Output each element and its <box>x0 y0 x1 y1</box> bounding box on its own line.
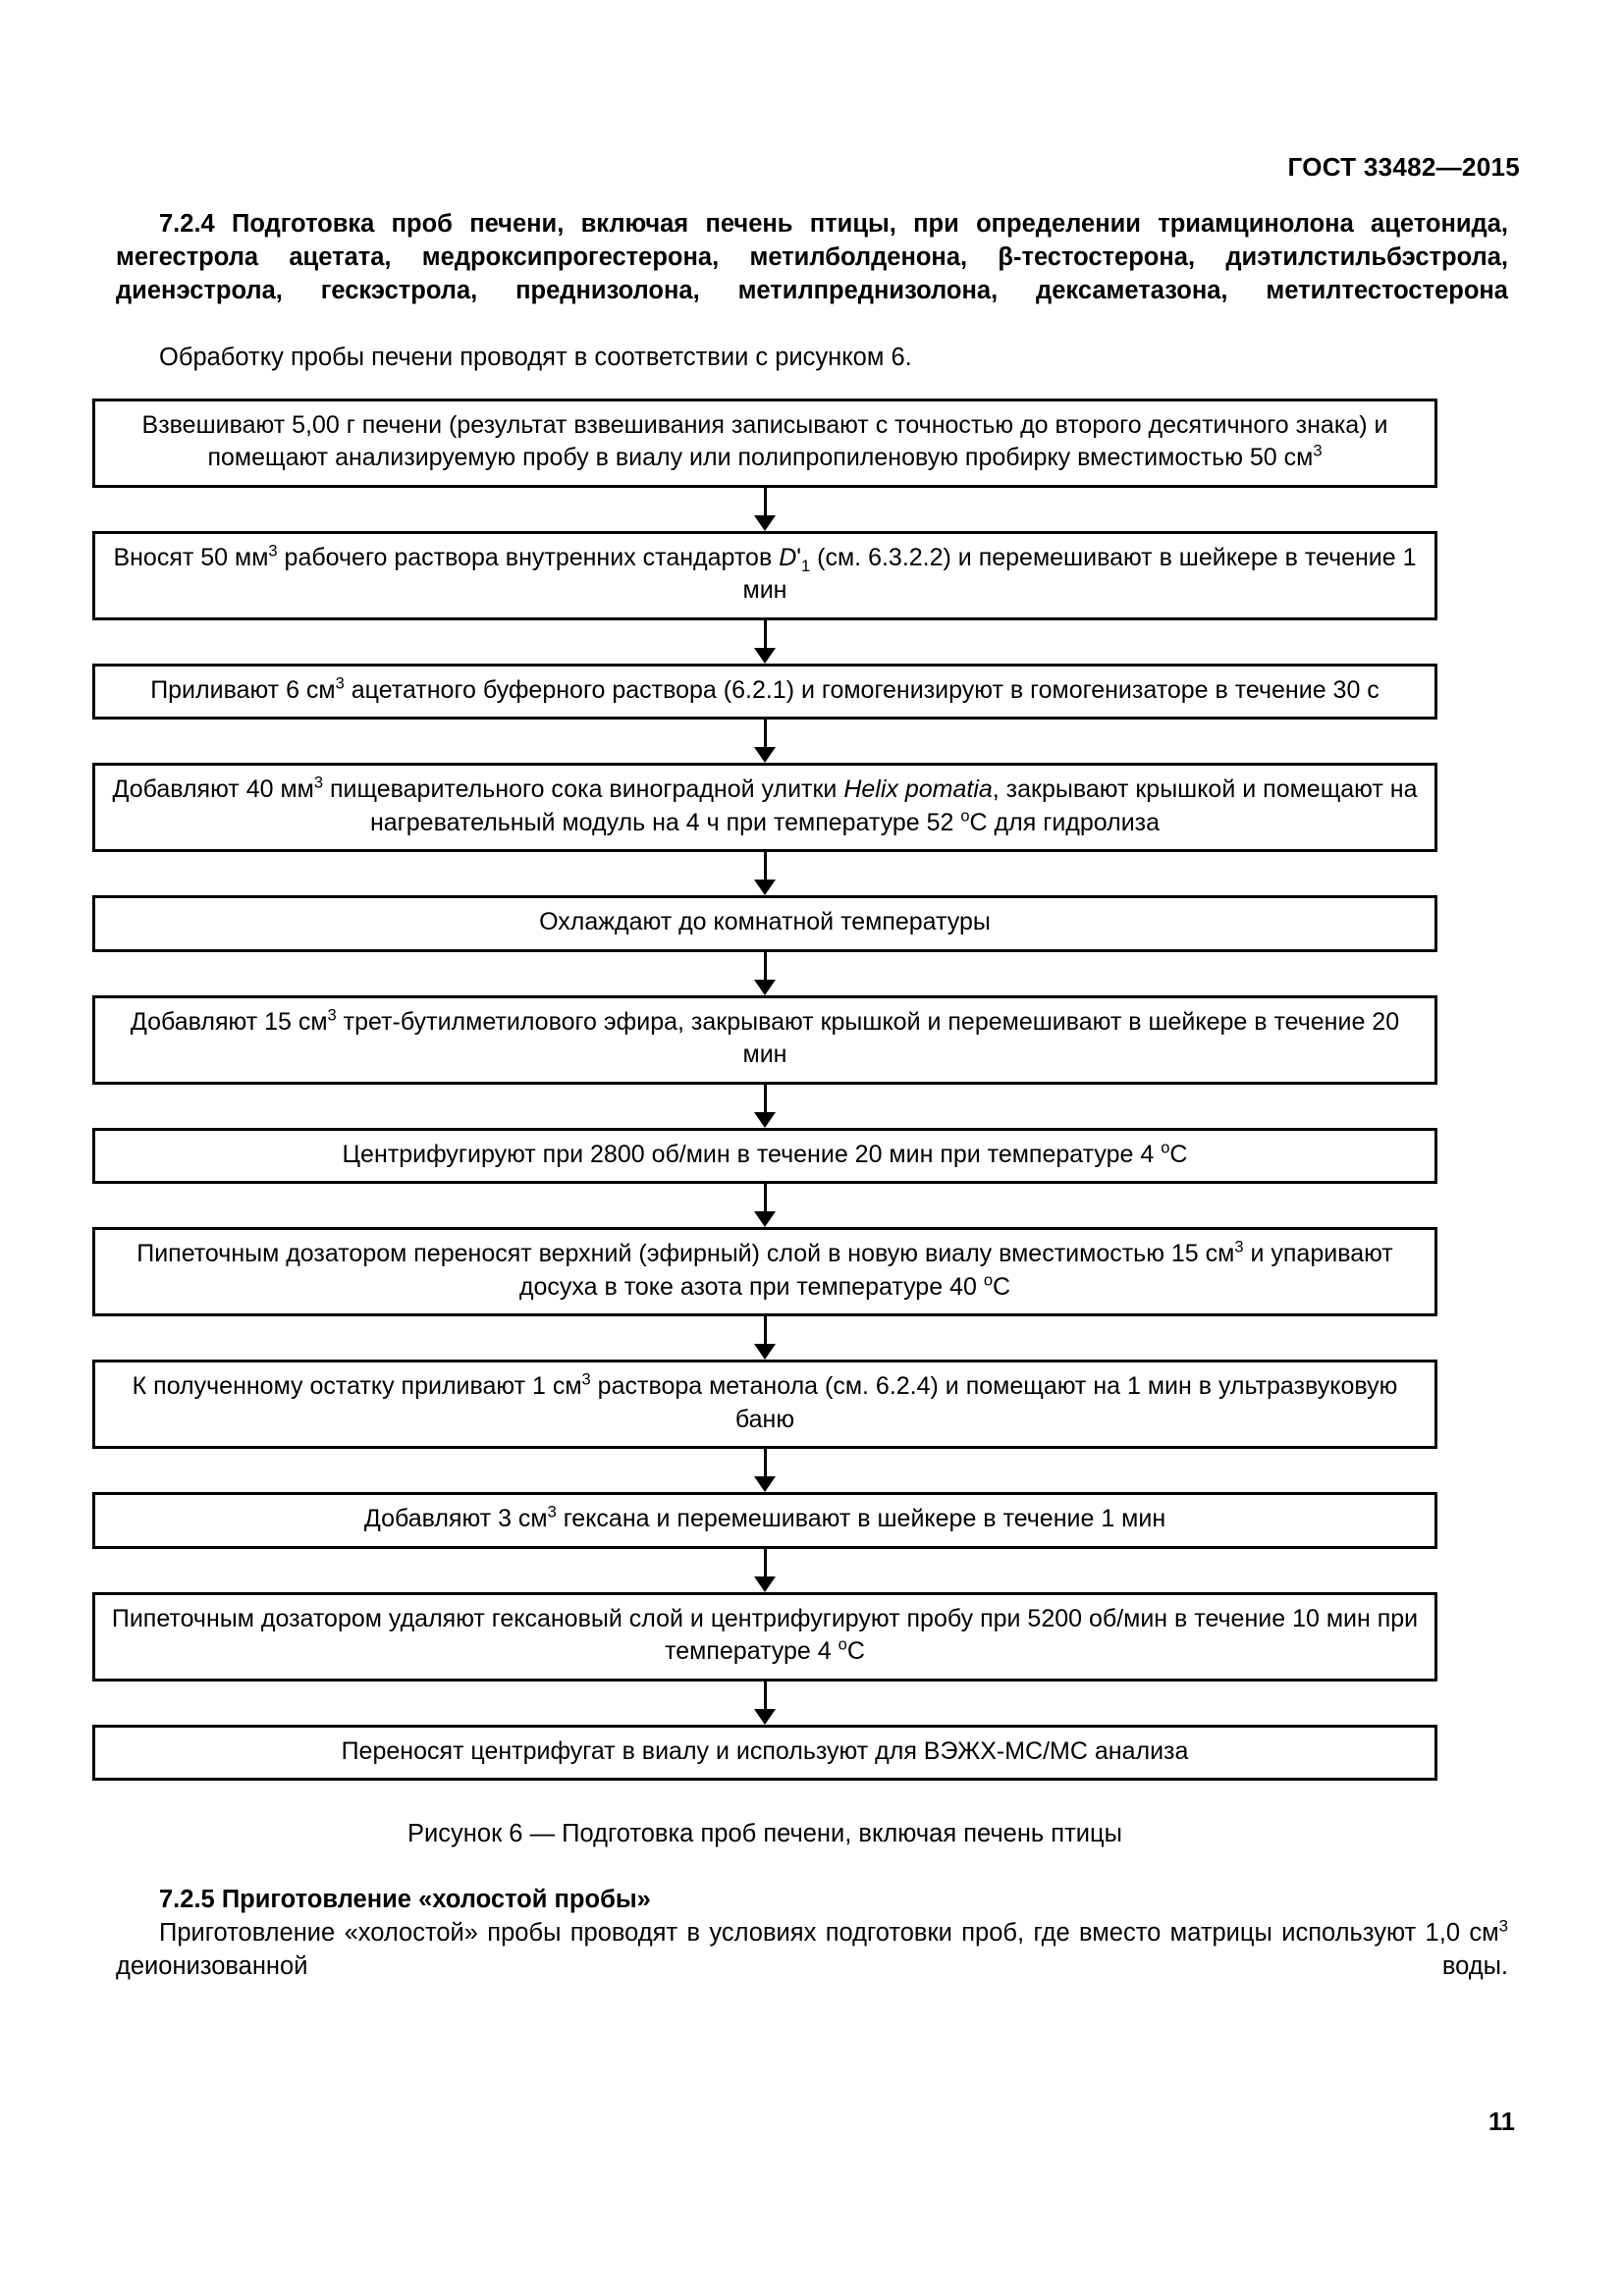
clause-7-2-4-title: Подготовка проб печени, включая печень п… <box>116 210 1508 304</box>
clause-7-2-4-intro: Обработку пробы печени проводят в соотве… <box>159 343 912 371</box>
flowchart-step-4: Добавляют 40 мм3 пищеварительного сока в… <box>92 763 1437 853</box>
flowchart-step-5: Охлаждают до комнатной температуры <box>92 895 1437 952</box>
clause-7-2-4-heading: 7.2.4 Подготовка проб печени, включая пе… <box>116 208 1508 342</box>
flowchart-step-1: Взвешивают 5,00 г печени (результат взве… <box>92 398 1437 488</box>
page-content: 7.2.4 Подготовка проб печени, включая пе… <box>92 208 1508 2017</box>
clause-7-2-5-title: Приготовление «холостой пробы» <box>221 1886 651 1914</box>
flowchart-figure-6: Взвешивают 5,00 г печени (результат взве… <box>92 398 1437 1849</box>
flow-arrow-down-icon <box>92 852 1437 896</box>
flowchart-step-9: К полученному остатку приливают 1 см3 ра… <box>92 1360 1437 1450</box>
clause-7-2-5-body: Приготовление «холостой» пробы проводят … <box>116 1916 1508 1980</box>
page-number: 11 <box>1488 2109 1515 2136</box>
flowchart-step-8: Пипеточным дозатором переносят верхний (… <box>92 1227 1437 1317</box>
document-header-standard-number: ГОСТ 33482—2015 <box>1287 152 1520 182</box>
flowchart-steps-container: Взвешивают 5,00 г печени (результат взве… <box>92 398 1437 1782</box>
flowchart-step-2: Вносят 50 мм3 рабочего раствора внутренн… <box>92 530 1437 620</box>
flow-arrow-down-icon <box>92 619 1437 664</box>
flowchart-step-7: Центрифугируют при 2800 об/мин в течение… <box>92 1127 1437 1185</box>
flowchart-step-3: Приливают 6 см3 ацетатного буферного рас… <box>92 663 1437 721</box>
flow-arrow-down-icon <box>92 1184 1437 1228</box>
flow-arrow-down-icon <box>92 487 1437 531</box>
flowchart-step-11: Пипеточным дозатором удаляют гексановый … <box>92 1591 1437 1682</box>
figure-6-caption: Рисунок 6 — Подготовка проб печени, вклю… <box>407 1820 1122 1848</box>
flow-arrow-down-icon <box>92 1449 1437 1493</box>
clause-7-2-5-heading: 7.2.5 Приготовление «холостой пробы» <box>116 1884 1508 1917</box>
flow-arrow-down-icon <box>92 1084 1437 1128</box>
flowchart-step-6: Добавляют 15 см3 трет-бутилметилового эф… <box>92 994 1437 1085</box>
flow-arrow-down-icon <box>92 1548 1437 1592</box>
clause-7-2-5-number: 7.2.5 <box>159 1886 215 1914</box>
flow-arrow-down-icon <box>92 1681 1437 1725</box>
flowchart-step-12: Переносят центрифугат в виалу и использу… <box>92 1724 1437 1782</box>
flow-arrow-down-icon <box>92 1316 1437 1361</box>
clause-7-2-5-block: 7.2.5 Приготовление «холостой пробы» При… <box>116 1884 1508 2017</box>
flowchart-step-10: Добавляют 3 см3 гексана и перемешивают в… <box>92 1492 1437 1549</box>
clause-7-2-4-number: 7.2.4 <box>159 210 215 238</box>
flow-arrow-down-icon <box>92 720 1437 764</box>
flow-arrow-down-icon <box>92 951 1437 995</box>
